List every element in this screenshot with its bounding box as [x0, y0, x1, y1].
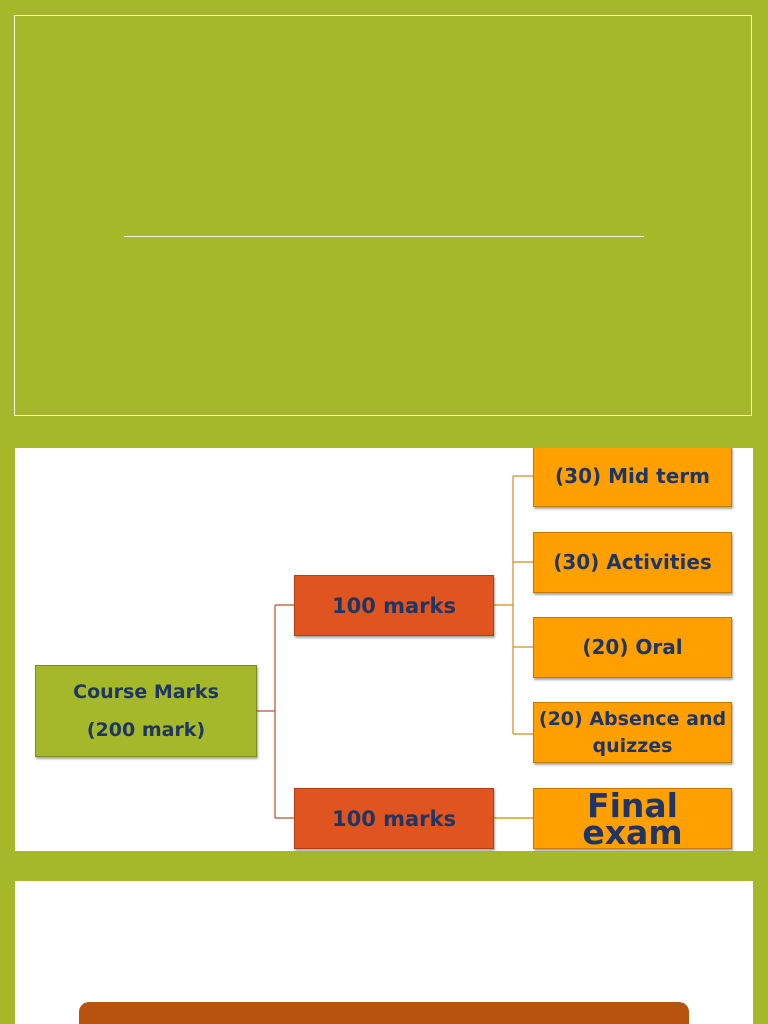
title-divider	[124, 236, 644, 237]
course-marks-diagram-slide: Course Marks (200 mark) 100 marks 100 ma…	[15, 448, 753, 851]
activities-node: (30) Activities	[533, 532, 732, 593]
connector-root-mid	[257, 604, 294, 819]
oral-node: (20) Oral	[533, 617, 732, 678]
diagram-connectors	[257, 475, 533, 819]
absence-quizzes-node: (20) Absence and quizzes	[533, 702, 732, 763]
final-exam-node: Final exam	[533, 788, 732, 849]
slide-banner	[79, 1002, 689, 1024]
title-slide	[14, 15, 752, 416]
next-slide	[15, 881, 753, 1024]
connector-mid1-leaves	[494, 475, 533, 735]
course-marks-node: Course Marks (200 mark)	[35, 665, 257, 757]
final-marks-node: 100 marks	[294, 788, 494, 849]
coursework-marks-node: 100 marks	[294, 575, 494, 636]
mid-term-node: (30) Mid term	[533, 448, 732, 507]
course-marks-total: (200 mark)	[86, 719, 206, 741]
course-marks-label: Course Marks	[73, 681, 219, 703]
